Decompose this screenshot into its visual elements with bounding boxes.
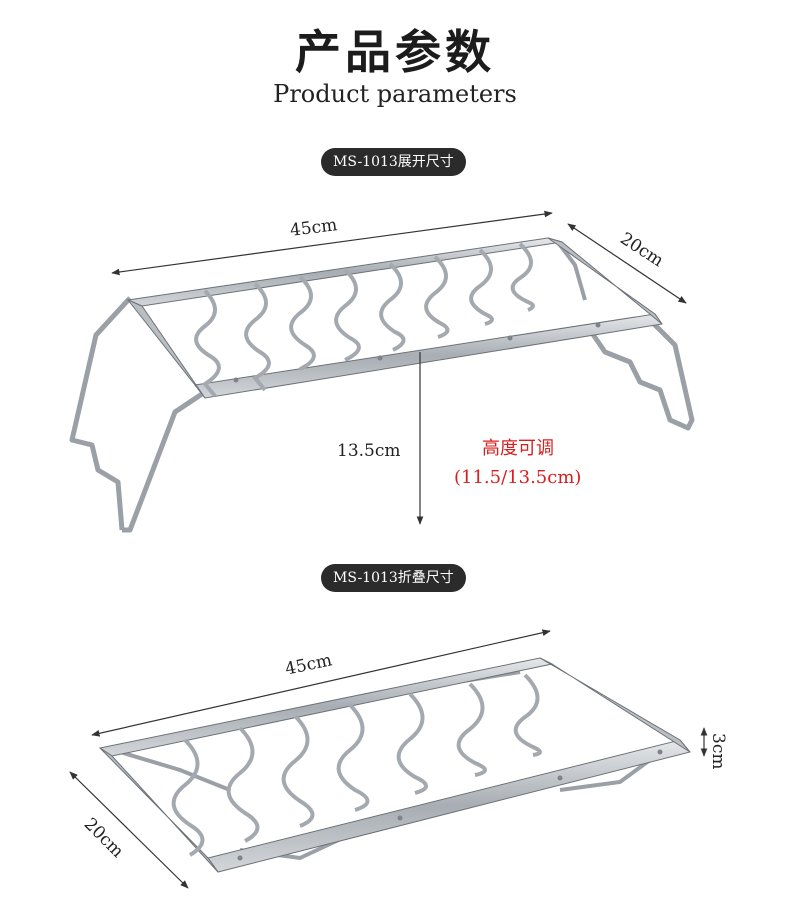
unfolded-height-label: 13.5cm [337, 441, 401, 461]
unfolded-left-leg [69, 296, 132, 531]
adjustable-height-title: 高度可调 [482, 438, 554, 459]
adjustable-height-range: (11.5/13.5cm) [454, 467, 582, 488]
folded-frame-front [207, 739, 691, 873]
unfolded-size-badge: MS-1013展开尺寸 [321, 148, 466, 176]
unfolded-length-dimension-line [111, 210, 553, 276]
unfolded-width-dimension-line [567, 223, 687, 304]
folded-rack-image [98, 657, 691, 873]
unfolded-right-leg [587, 320, 695, 431]
unfolded-left-leg-inner [122, 389, 207, 533]
folded-frame-right [539, 657, 691, 753]
folded-size-badge: MS-1013折叠尺寸 [321, 564, 466, 592]
unfolded-frame-left [127, 299, 206, 399]
folded-length-dimension-line [91, 629, 551, 737]
folded-width-dimension-line [69, 771, 189, 889]
page-title: 产品参数 [295, 25, 495, 79]
folded-height-label: 3cm [708, 733, 728, 770]
page-subtitle: Product parameters [273, 80, 517, 108]
unfolded-rack-image [69, 237, 695, 533]
